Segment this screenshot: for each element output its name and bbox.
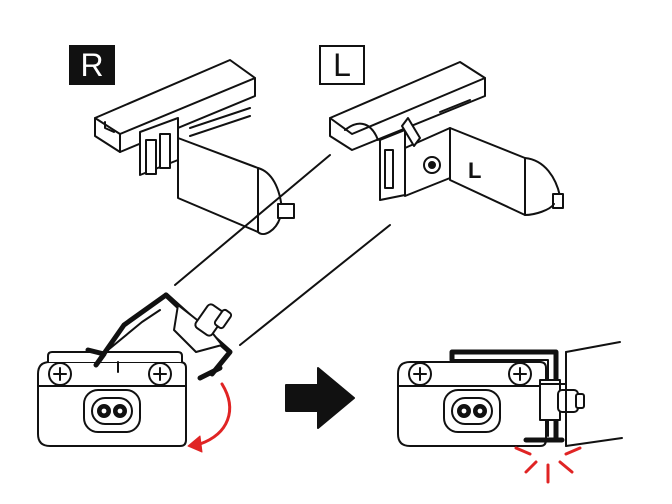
housing-left — [37, 351, 187, 447]
bracket-right — [94, 59, 295, 236]
tilted-bracket — [85, 292, 233, 381]
housing-right — [397, 361, 547, 447]
screw-icon — [48, 362, 172, 386]
leader-lines — [174, 154, 391, 346]
label-right: R — [69, 45, 115, 85]
bracket-left — [329, 61, 564, 216]
attached-bracket — [449, 341, 623, 447]
next-step-arrow-icon — [285, 367, 355, 429]
power-socket-icon — [97, 404, 127, 418]
label-left: L — [319, 45, 365, 85]
click-spark-icon — [514, 446, 582, 484]
rotate-arrow-icon — [187, 382, 232, 453]
bracket-letter: L — [468, 158, 481, 183]
